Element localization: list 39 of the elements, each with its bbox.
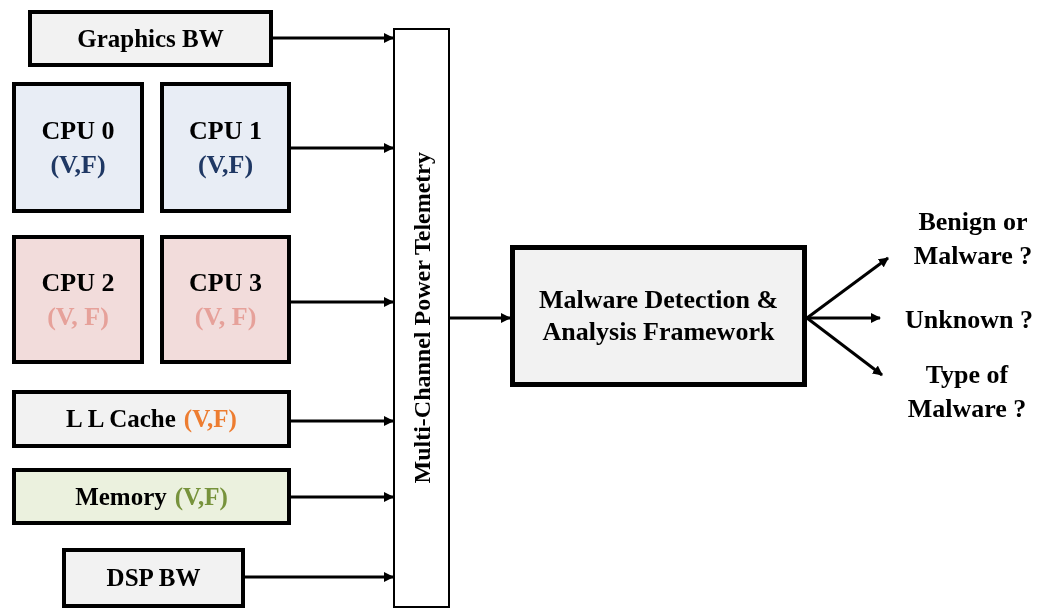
vf-label: (V,F)	[197, 148, 254, 181]
vf-label: (V,F)	[183, 404, 237, 435]
arrow	[291, 143, 394, 153]
box-label: Malware Detection & Analysis Framework	[537, 283, 780, 348]
component-box	[12, 235, 144, 364]
component-label: Memory	[75, 481, 167, 512]
arrow	[291, 492, 394, 502]
outcome-label: Unknown ?	[880, 300, 1058, 338]
vf-label: (V,F)	[174, 481, 228, 513]
box-label: DSP BW	[106, 563, 201, 594]
arrow	[291, 297, 394, 307]
component-label: CPU 2	[41, 266, 115, 299]
component-box	[12, 82, 144, 213]
component-label: CPU 1	[189, 114, 262, 147]
component-box	[160, 235, 291, 364]
box-label: Multi-Channel Power Telemetry	[407, 152, 436, 484]
arrow	[245, 572, 394, 582]
component-label: CPU 0	[41, 114, 115, 147]
component-label: CPU 3	[189, 266, 262, 299]
component-box	[28, 10, 273, 67]
component-box	[12, 390, 291, 448]
component-box	[160, 82, 291, 213]
component-label: L L Cache	[66, 404, 176, 435]
outcome-label: Benign or Malware ?	[888, 205, 1058, 283]
vf-label: (V,F)	[50, 148, 106, 181]
component-box	[12, 468, 291, 525]
component-box	[62, 548, 245, 608]
arrow	[807, 313, 881, 323]
box-label: Graphics BW	[77, 23, 224, 54]
arrow	[806, 316, 883, 377]
arrow	[450, 313, 511, 323]
arrow	[291, 416, 394, 426]
arrow	[806, 256, 889, 320]
outcome-label: Type of Malware ?	[882, 358, 1052, 440]
vf-label: (V, F)	[194, 300, 257, 333]
component-box	[510, 245, 807, 387]
vf-label: (V, F)	[47, 300, 109, 333]
arrow	[273, 33, 394, 43]
component-box	[393, 28, 450, 608]
